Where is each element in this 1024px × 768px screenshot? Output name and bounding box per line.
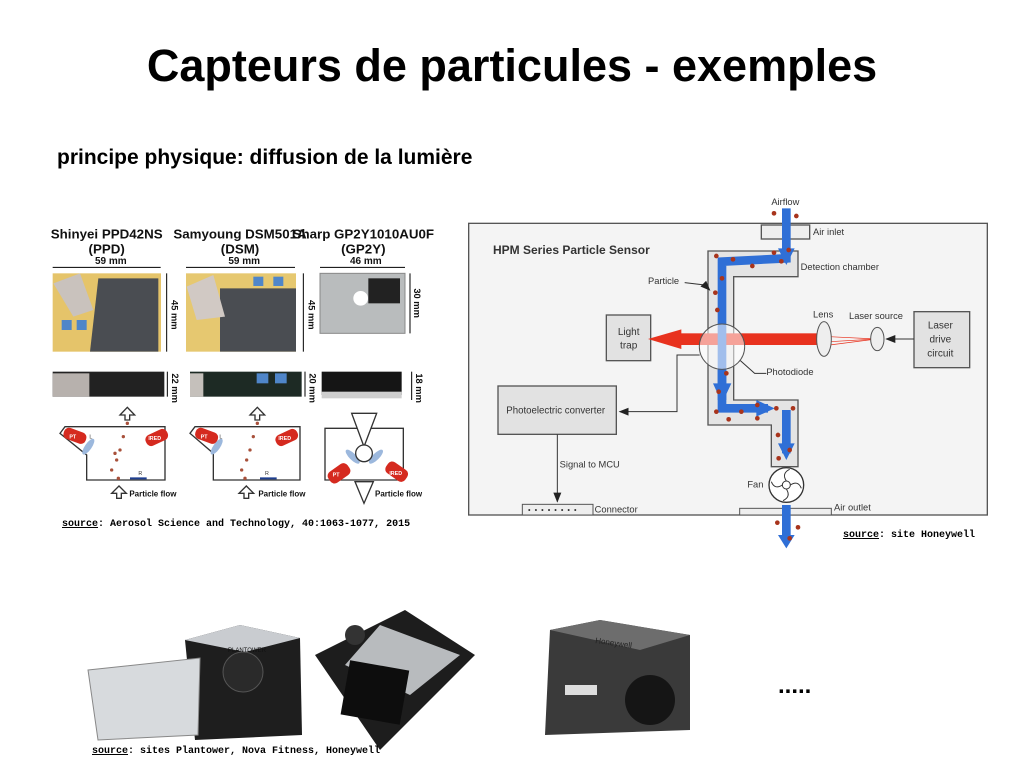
lens-label: L — [219, 434, 222, 440]
source-citation-vendors: source: sites Plantower, Nova Fitness, H… — [92, 746, 380, 757]
light-trap-label: trap — [620, 340, 638, 351]
lens-label: L — [89, 434, 92, 440]
sensor-abbr: (DSM) — [221, 241, 260, 256]
product-photos: PLANTOWER Honeywell — [87, 610, 690, 750]
source-text: : sites Plantower, Nova Fitness, Honeywe… — [128, 746, 381, 757]
svg-text:••••••••: •••••••• — [528, 506, 581, 515]
laser-drive-label: circuit — [927, 349, 953, 360]
plantower-logo: PLANTOWER — [228, 648, 267, 654]
air-outlet-label: Air outlet — [834, 503, 871, 513]
r-label: R — [138, 471, 142, 477]
sensor-abbr: (GP2Y) — [341, 241, 385, 256]
airflow-label: Airflow — [771, 197, 799, 207]
particle-flow-label: Particle flow — [258, 490, 306, 499]
photoelectric-converter-label: Photoelectric converter — [506, 405, 606, 416]
particle-flow-label: Particle flow — [129, 490, 177, 499]
source-label: source — [62, 519, 99, 530]
source-label: source — [843, 530, 880, 541]
honeywell-hpm-photo: Honeywell — [545, 620, 690, 735]
fan-icon — [768, 467, 805, 503]
fan-label: Fan — [747, 480, 763, 490]
photodiode-label: Photodiode — [766, 367, 813, 377]
depth-dimension: 22 mm — [170, 373, 180, 403]
diagram-title: HPM Series Particle Sensor — [493, 243, 650, 257]
depth-dimension: 18 mm — [414, 373, 424, 403]
height-dimension: 30 mm — [412, 288, 422, 318]
connector-label: Connector — [595, 504, 638, 514]
source-text: : Aerosol Science and Technology, 40:106… — [98, 519, 411, 530]
nova-sds011-photo — [315, 610, 475, 750]
plantower-sensor-photo: PLANTOWER — [87, 625, 302, 741]
r-label: R — [265, 471, 269, 477]
laser-drive-label: drive — [929, 335, 951, 346]
source-label: source — [92, 746, 129, 757]
detection-chamber-label: Detection chamber — [801, 262, 879, 272]
laser-drive-label: Laser — [928, 320, 954, 331]
ired-label: IRED — [148, 436, 161, 442]
hpm-sensor-diagram: HPM Series Particle Sensor Light trap La… — [468, 197, 988, 549]
source-citation-aerosol: source: Aerosol Science and Technology, … — [62, 519, 410, 530]
slide-subtitle: principe physique: diffusion de la lumiè… — [57, 146, 473, 169]
particle-flow-label: Particle flow — [375, 490, 423, 499]
sensor-comparison-figure: Shinyei PPD42NS (PPD) Samyoung DSM501A (… — [51, 226, 435, 506]
sensor-abbr: (PPD) — [89, 241, 125, 256]
height-dimension: 45 mm — [170, 300, 180, 330]
sensor-name: Sharp GP2Y1010AU0F — [293, 226, 435, 241]
sensor-photo-gp2y — [319, 272, 406, 334]
photodiode-zone — [698, 323, 746, 370]
laser-source-label: Laser source — [849, 311, 903, 321]
width-dimension: 59 mm — [95, 256, 127, 267]
ired-label: IRED — [278, 436, 291, 442]
pt-label: PT — [69, 434, 77, 440]
ired-label: IRED — [389, 471, 402, 477]
more-examples-ellipsis: ..... — [778, 672, 812, 699]
source-text: : site Honeywell — [879, 530, 976, 541]
air-inlet-label: Air inlet — [813, 227, 845, 237]
sensor-photo-ppd — [52, 273, 161, 352]
light-trap-label: Light — [618, 327, 640, 338]
slide-title: Capteurs de particules - exemples — [146, 40, 878, 91]
pt-label: PT — [333, 473, 341, 479]
width-dimension: 59 mm — [228, 256, 260, 267]
sensor-name: Samyoung DSM501A — [173, 226, 307, 241]
particle-label: Particle — [648, 276, 679, 286]
pt-label: PT — [201, 434, 209, 440]
height-dimension: 45 mm — [306, 300, 316, 330]
sensor-name: Shinyei PPD42NS — [51, 226, 163, 241]
signal-to-mcu-label: Signal to MCU — [560, 459, 620, 469]
lens-label: Lens — [813, 310, 834, 320]
sensor-photo-dsm — [186, 273, 296, 352]
width-dimension: 46 mm — [350, 256, 382, 267]
source-citation-honeywell: source: site Honeywell — [843, 530, 975, 541]
depth-dimension: 20 mm — [307, 373, 317, 403]
detection-channel — [707, 250, 799, 468]
